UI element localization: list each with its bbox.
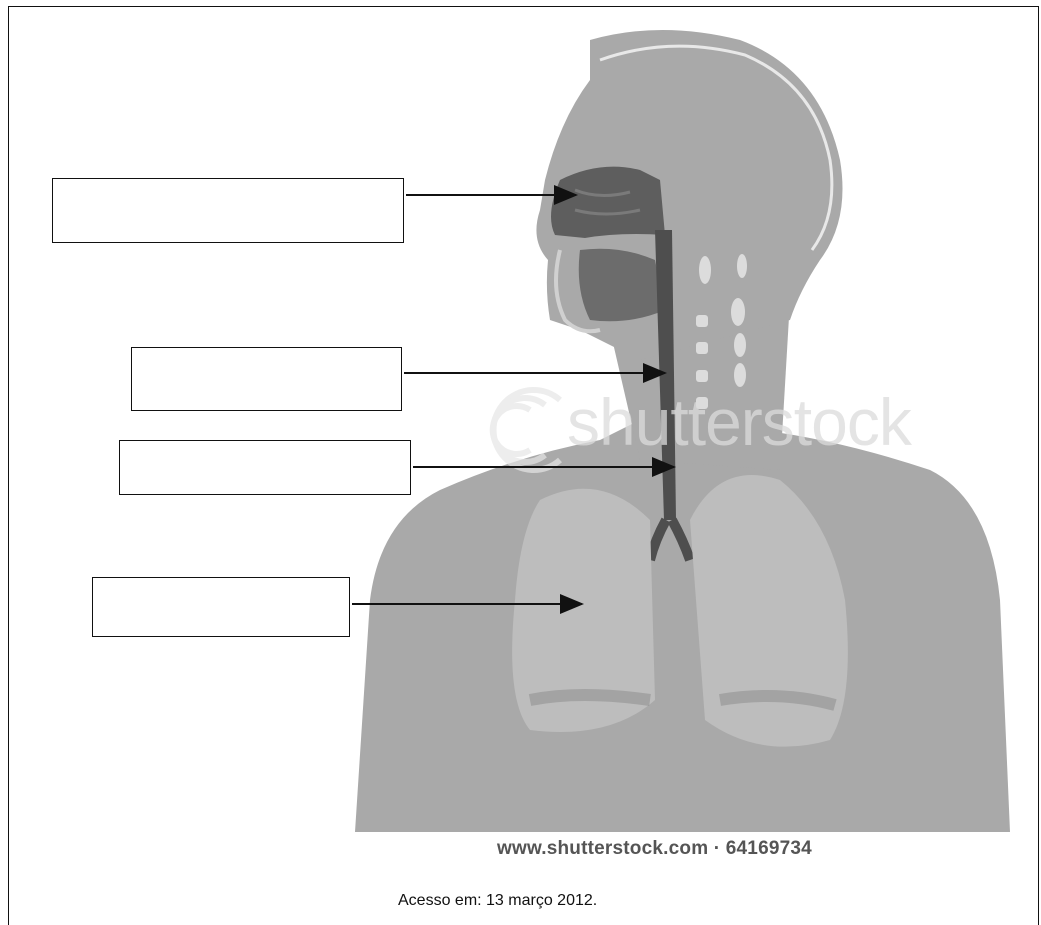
watermark-brand-text: shutterstock — [567, 384, 911, 460]
label-box-lungs[interactable] — [92, 577, 350, 637]
label-box-nasal-cavity[interactable] — [52, 178, 404, 243]
nasal-cavity — [551, 167, 665, 238]
label-box-trachea[interactable] — [119, 440, 411, 495]
watermark-credit: www.shutterstock.com · 64169734 — [497, 838, 812, 860]
torso-silhouette — [355, 420, 1010, 832]
label-box-pharynx[interactable] — [131, 347, 402, 411]
access-caption: Acesso em: 13 março 2012. — [398, 892, 597, 910]
oral-cavity — [579, 249, 665, 322]
